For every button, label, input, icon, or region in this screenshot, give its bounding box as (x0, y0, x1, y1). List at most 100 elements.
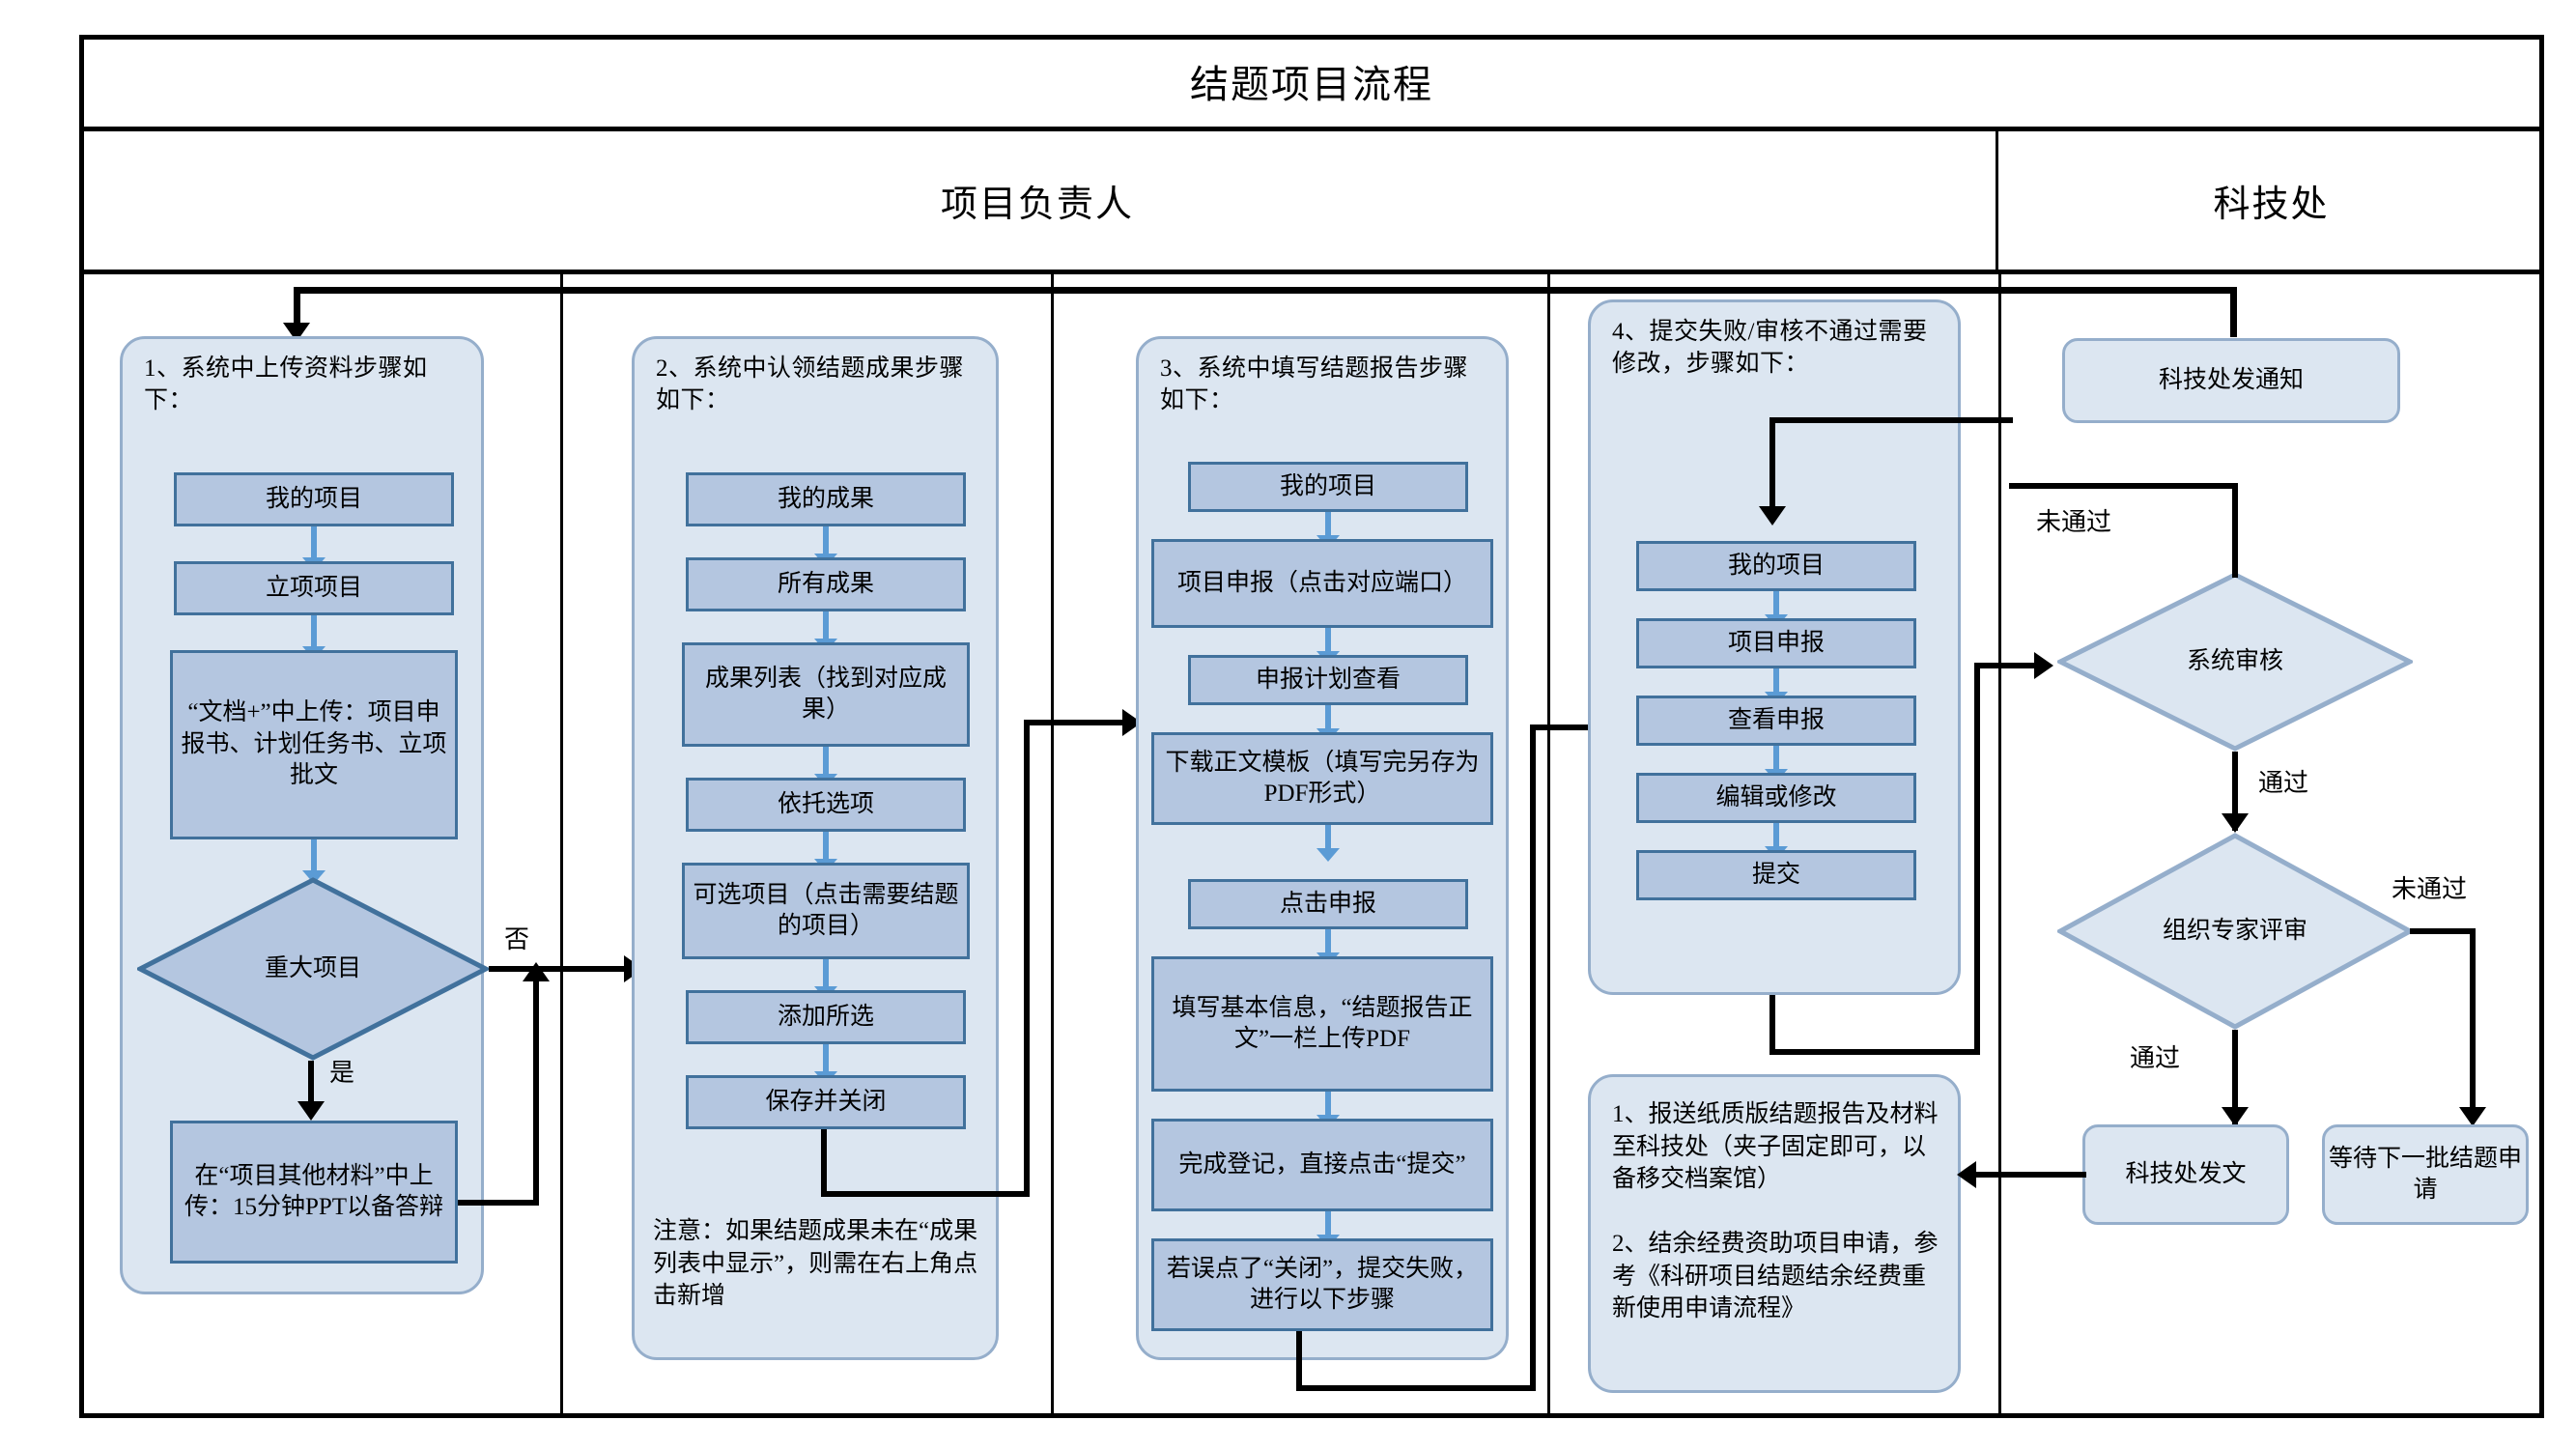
g1-yes-branch-arrowhead (297, 1101, 325, 1121)
g3-arrow-1-line (1325, 512, 1331, 539)
g3-step-fill-basic-info[interactable]: 填写基本信息，“结题报告正文”一栏上传PDF (1151, 956, 1493, 1092)
bus-drop-to-notice (2230, 287, 2237, 337)
group-4-title: 4、提交失败/审核不通过需要修改，步骤如下： (1612, 319, 1928, 377)
g1-arrow-1-line (311, 526, 317, 561)
g3-arrow-3-line (1325, 705, 1331, 732)
g2-arrow-2-line (823, 611, 829, 642)
g3-arrow-2-line (1325, 628, 1331, 655)
g3-step-close-failed[interactable]: 若误点了“关闭”，提交失败，进行以下步骤 (1151, 1238, 1493, 1331)
g2-arrow-6-line (823, 1044, 829, 1075)
g2-step-all-results[interactable]: 所有成果 (686, 557, 966, 611)
g2-arrow-3-line (823, 747, 829, 778)
g1-decision-major-project[interactable]: 重大项目 (137, 877, 489, 1061)
g3-step-my-projects[interactable]: 我的项目 (1188, 462, 1468, 512)
g4-step-project-declare[interactable]: 项目申报 (1636, 618, 1916, 668)
g4-exit-riser (1974, 663, 1980, 1055)
group-5-container: 1、报送纸质版结题报告及材料至科技处（夹子固定即可，以备移交档案馆） 2、结余经… (1588, 1074, 1961, 1393)
g3-arrow-4-head (1316, 848, 1340, 862)
g3-step-view-plan[interactable]: 申报计划查看 (1188, 655, 1468, 705)
g4-arrow-2-line (1773, 668, 1779, 696)
g1-loopback-vertical (533, 978, 539, 1206)
g2-arrow-1-line (823, 526, 829, 557)
g3-arrow-7-line (1325, 1211, 1331, 1238)
g4-step-my-projects[interactable]: 我的项目 (1636, 541, 1916, 591)
decision-expert-review[interactable]: 组织专家评审 (2057, 833, 2413, 1030)
group-5-note: 1、报送纸质版结题报告及材料至科技处（夹子固定即可，以备移交档案馆） 2、结余经… (1612, 1101, 1939, 1321)
group-1-title: 1、系统中上传资料步骤如下： (144, 355, 428, 413)
column-divider-4 (1998, 274, 2001, 1418)
lane-label-science-office: 科技处 (2213, 185, 2330, 225)
edge-label-yes: 是 (329, 1059, 355, 1087)
g2-arrow-5-line (823, 959, 829, 990)
g1-arrow-2-line (311, 615, 317, 650)
g4-entry-horizontal (1769, 417, 2013, 423)
g4-arrow-3-line (1773, 746, 1779, 773)
sysreview-pass-arrowhead (2222, 813, 2249, 833)
lane-label-project-owner: 项目负责人 (940, 185, 1134, 225)
g2-exit-riser (1024, 720, 1030, 1197)
g3-exit-vertical (1296, 1331, 1302, 1391)
g2-step-support-option[interactable]: 依托选项 (686, 778, 966, 832)
edge-label-not-passed-2: 未通过 (2392, 875, 2468, 903)
g1-yes-branch-line (308, 1061, 314, 1117)
bus-drop-to-group1 (294, 287, 300, 329)
g4-exit-horizontal (1769, 1049, 1980, 1055)
g1-step-upload-ppt[interactable]: 在“项目其他材料”中上传：15分钟PPT以备答辩 (170, 1121, 458, 1264)
g1-step-my-projects[interactable]: 我的项目 (174, 472, 454, 526)
g3-exit-riser (1530, 724, 1536, 1391)
group-3-title: 3、系统中填写结题报告步骤如下： (1160, 355, 1469, 413)
g1-step-upload-docs[interactable]: “文档+”中上传：项目申报书、计划任务书、立项批文 (170, 650, 458, 839)
g2-step-add-selected[interactable]: 添加所选 (686, 990, 966, 1044)
result-box-wait-next-batch[interactable]: 等待下一批结题申请 (2322, 1124, 2529, 1225)
g1-loopback-arrowhead (523, 962, 550, 981)
g2-step-my-results[interactable]: 我的成果 (686, 472, 966, 526)
sysreview-fail-horizontal (2009, 483, 2238, 489)
column-divider-2 (1051, 274, 1054, 1418)
edge-label-passed-1: 通过 (2258, 769, 2309, 797)
edge-label-passed-2: 通过 (2130, 1044, 2181, 1072)
g1-step-approved-projects[interactable]: 立项项目 (174, 561, 454, 615)
g4-to-review-arrowhead (2034, 652, 2053, 679)
g3-arrow-6-line (1325, 1092, 1331, 1119)
g4-step-submit[interactable]: 提交 (1636, 850, 1916, 900)
g4-arrow-1-line (1773, 591, 1779, 618)
lane-header-project-owner: 项目负责人 (79, 131, 1998, 270)
g3-step-project-declare[interactable]: 项目申报（点击对应端口） (1151, 539, 1493, 628)
g4-entry-arrowhead (1759, 506, 1786, 526)
g3-arrow-5-line (1325, 929, 1331, 956)
sysreview-fail-vertical (2232, 483, 2238, 576)
lane-header-science-office: 科技处 (1998, 131, 2544, 270)
sysreview-fail-corner (2009, 483, 2015, 489)
g1-loopback-horizontal (458, 1200, 539, 1206)
g3-step-complete-submit[interactable]: 完成登记，直接点击“提交” (1151, 1119, 1493, 1211)
expert-pass-vertical (2232, 1030, 2238, 1124)
expert-fail-arrowhead (2459, 1107, 2486, 1126)
edge-label-no: 否 (504, 925, 530, 953)
g3-to-g4-horizontal (1530, 724, 1613, 730)
result-box-publish-doc[interactable]: 科技处发文 (2082, 1124, 2289, 1225)
g3-step-download-template[interactable]: 下载正文模板（填写完另存为PDF形式） (1151, 732, 1493, 825)
decision-system-review[interactable]: 系统审核 (2057, 572, 2413, 752)
notice-box-science-office[interactable]: 科技处发通知 (2062, 338, 2400, 423)
page-title: 结题项目流程 (1190, 62, 1433, 106)
lane-header-band: 项目负责人 科技处 (79, 131, 2544, 274)
edge-label-not-passed-1: 未通过 (2036, 508, 2112, 536)
g2-step-save-close[interactable]: 保存并关闭 (686, 1075, 966, 1129)
group-2-note: 注意：如果结题成果未在“成果列表中显示”，则需在右上角点击新增 (653, 1218, 978, 1309)
g4-exit-vertical (1769, 995, 1775, 1055)
bus-top-horizontal (294, 287, 2237, 294)
g2-to-g3-horizontal (1024, 720, 1132, 725)
g2-step-result-list[interactable]: 成果列表（找到对应成果） (682, 642, 970, 747)
g4-to-review-horizontal (1974, 663, 2042, 668)
g4-step-edit-modify[interactable]: 编辑或修改 (1636, 773, 1916, 823)
g1-arrow-3-line (311, 839, 317, 874)
column-divider-3 (1547, 274, 1550, 1418)
g3-step-click-declare[interactable]: 点击申报 (1188, 879, 1468, 929)
g3-exit-horizontal (1296, 1385, 1536, 1391)
g1-no-branch-horizontal (489, 966, 634, 972)
group-2-title: 2、系统中认领结题成果步骤如下： (656, 355, 965, 413)
g2-arrow-4-line (823, 832, 829, 863)
g2-step-optional-projects[interactable]: 可选项目（点击需要结题的项目） (682, 863, 970, 959)
g4-step-view-declare[interactable]: 查看申报 (1636, 696, 1916, 746)
g2-exit-horizontal (821, 1191, 1030, 1197)
